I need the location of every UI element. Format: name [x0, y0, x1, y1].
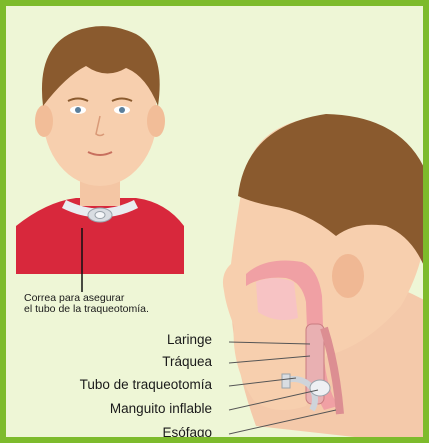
- label-esophagus: Esófago: [162, 425, 212, 440]
- strap-caption: Correa para asegurarel tubo de la traque…: [24, 293, 149, 315]
- label-tracheostomy-tube: Tubo de traqueotomía: [80, 377, 212, 392]
- strap-caption-line2: el tubo de la traqueotomía.: [24, 303, 149, 315]
- label-trachea: Tráquea: [162, 354, 212, 369]
- side-view-child: [223, 114, 429, 443]
- label-larynx: Laringe: [167, 332, 212, 347]
- front-view-child: [16, 26, 184, 292]
- label-inflatable-cuff: Manguito inflable: [110, 401, 212, 416]
- anatomy-illustration: [6, 6, 429, 443]
